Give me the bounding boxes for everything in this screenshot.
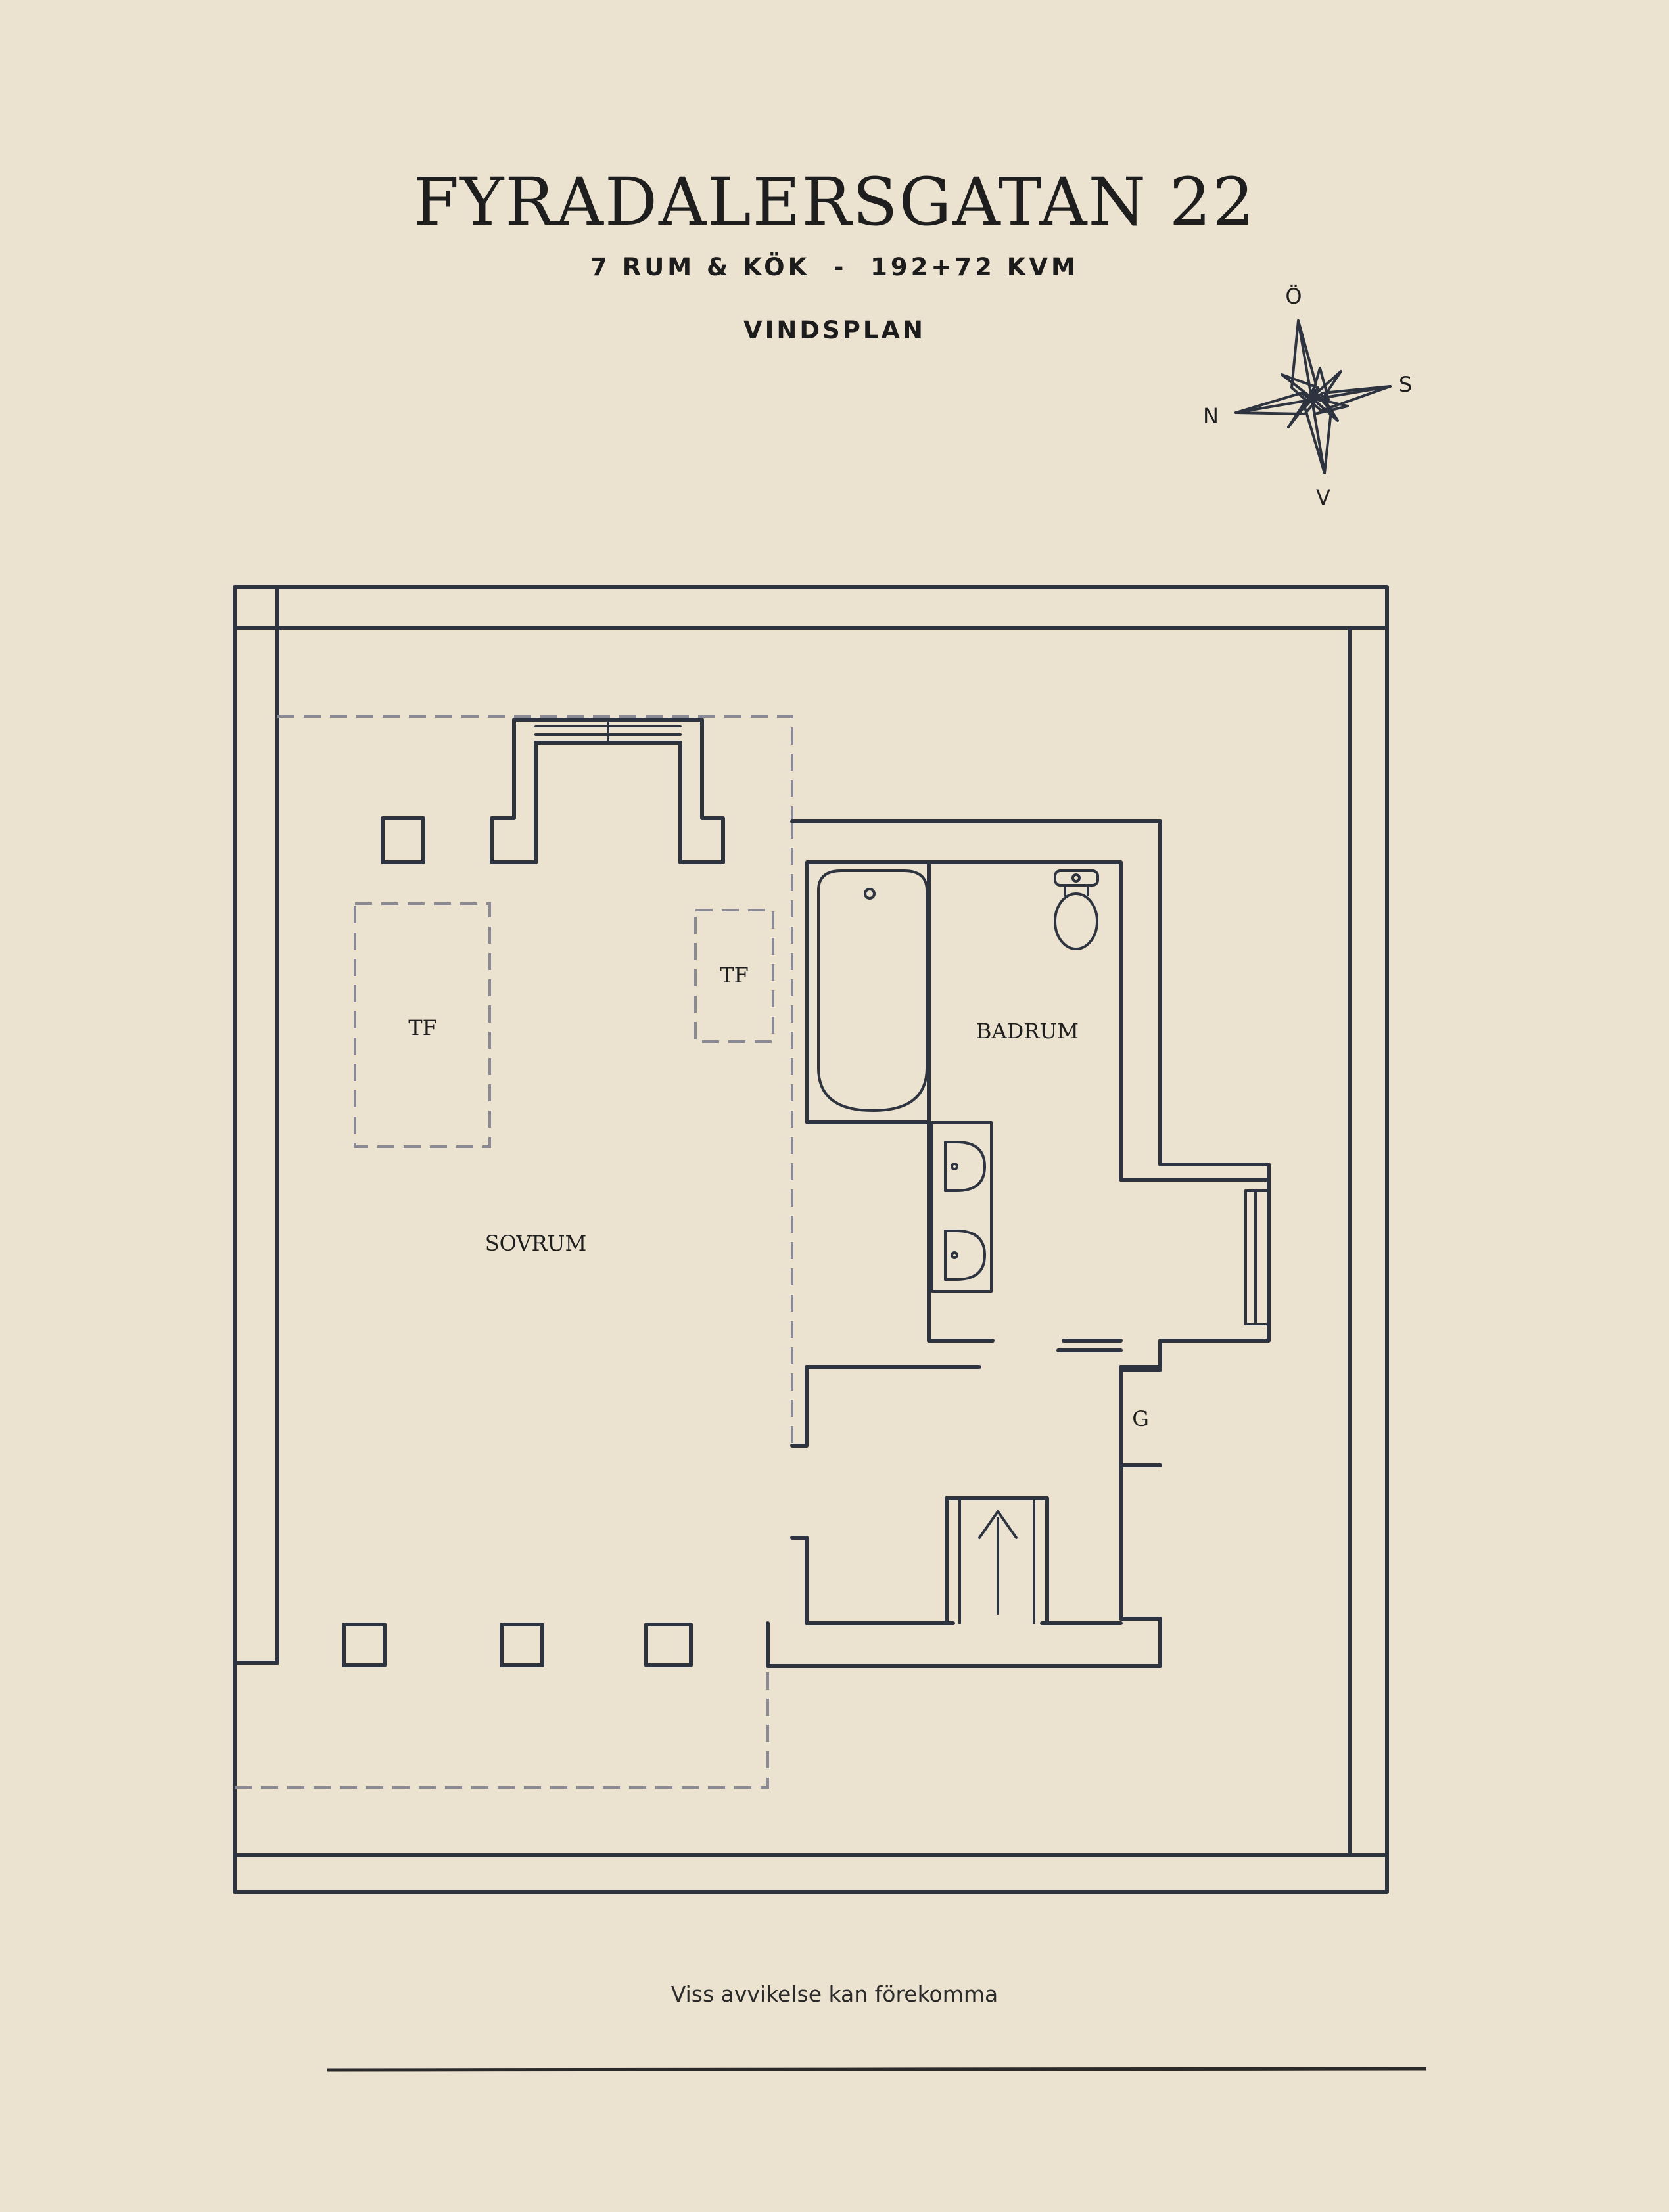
dormer-window xyxy=(490,718,725,864)
tf-box-left xyxy=(354,902,491,1148)
g-cabinet xyxy=(1119,1368,1162,1467)
dashed-ceiling-lines xyxy=(235,715,793,1789)
g-label: G xyxy=(1132,1406,1149,1431)
compass-north-label: N xyxy=(1203,403,1219,428)
staircase-icon xyxy=(945,1496,1049,1625)
disclaimer-text: Viss avvikelse kan förekomma xyxy=(670,1981,999,2007)
compass-east-label: Ö xyxy=(1285,284,1302,309)
compass-west-label: V xyxy=(1316,485,1330,510)
footer-divider xyxy=(327,2067,1427,2072)
double-sink-icon xyxy=(931,1121,993,1293)
bathroom-walls xyxy=(766,819,1271,1668)
outer-walls xyxy=(233,585,1389,1894)
compass-rose-icon: Ö S N V xyxy=(1203,284,1412,510)
page-title: FYRADALERSGATAN 22 xyxy=(413,164,1256,241)
bathtub-icon xyxy=(817,869,928,1112)
bedroom-label: SOVRUM xyxy=(485,1231,587,1256)
tf-right-label: TF xyxy=(720,963,749,988)
floor-level-label: VINDSPLAN xyxy=(743,316,926,344)
tf-box-right xyxy=(694,909,774,1043)
bathroom-label: BADRUM xyxy=(976,1019,1079,1044)
bathroom-window xyxy=(1244,1189,1270,1325)
page-subtitle: 7 RUM & KÖK - 192+72 KVM xyxy=(590,253,1079,281)
tf-left-label: TF xyxy=(408,1015,437,1040)
compass-south-label: S xyxy=(1399,372,1412,397)
toilet-icon xyxy=(1054,869,1099,950)
columns xyxy=(342,816,693,1667)
